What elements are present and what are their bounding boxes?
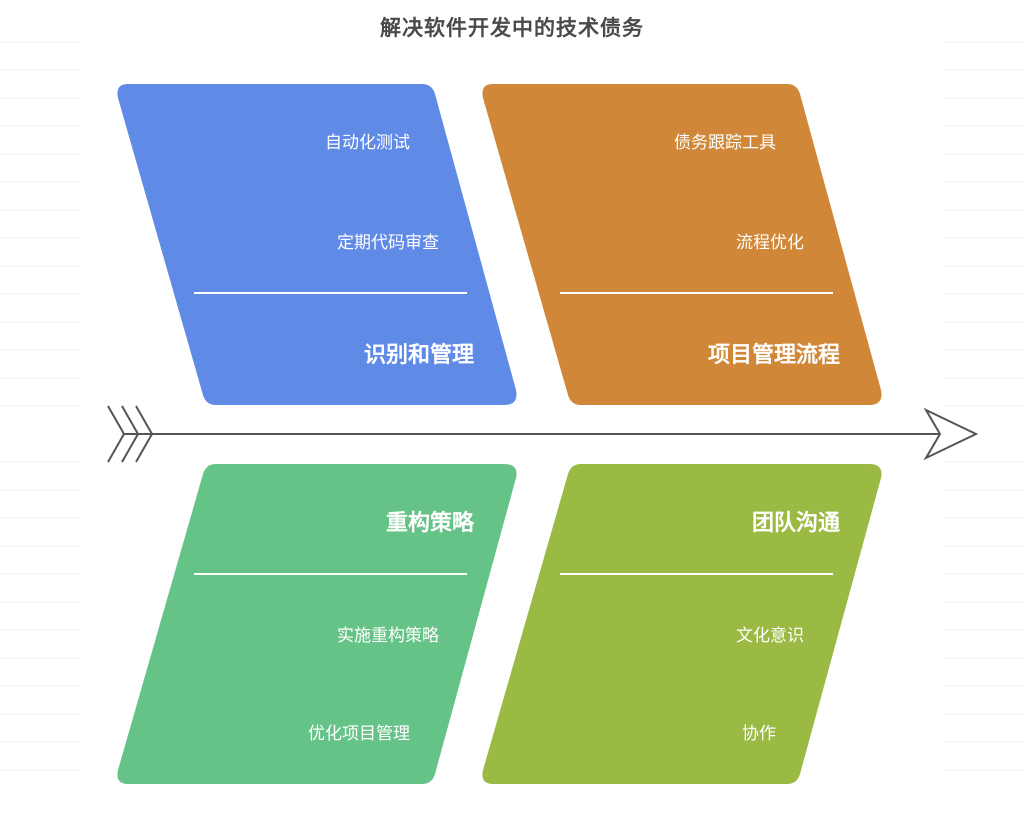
item-code-review: 定期代码审查	[337, 233, 439, 253]
quadrant-shape-refactor	[117, 464, 517, 784]
item-process-optimization: 流程优化	[736, 233, 804, 253]
heading-project-process: 项目管理流程	[707, 343, 840, 368]
spine	[107, 405, 979, 463]
item-debt-tracking-tool: 债务跟踪工具	[674, 133, 776, 153]
item-implement-refactor: 实施重构策略	[337, 626, 439, 646]
heading-team-communication: 团队沟通	[751, 511, 840, 536]
item-collaboration: 协作	[742, 724, 776, 744]
spine-arrowhead	[923, 407, 979, 461]
quadrant-shape-team	[482, 464, 882, 784]
quadrant-shape-process	[482, 84, 882, 405]
item-automated-testing: 自动化测试	[325, 133, 410, 153]
spine-tail-chevron-1	[107, 405, 126, 463]
heading-identify-manage: 识别和管理	[363, 343, 474, 368]
quadrant-shape-identify	[117, 84, 517, 405]
item-optimize-project-mgmt: 优化项目管理	[308, 724, 410, 744]
heading-refactor-strategy: 重构策略	[385, 511, 474, 536]
item-culture-awareness: 文化意识	[736, 626, 804, 646]
diagram-title: 解决软件开发中的技术债务	[380, 16, 644, 40]
